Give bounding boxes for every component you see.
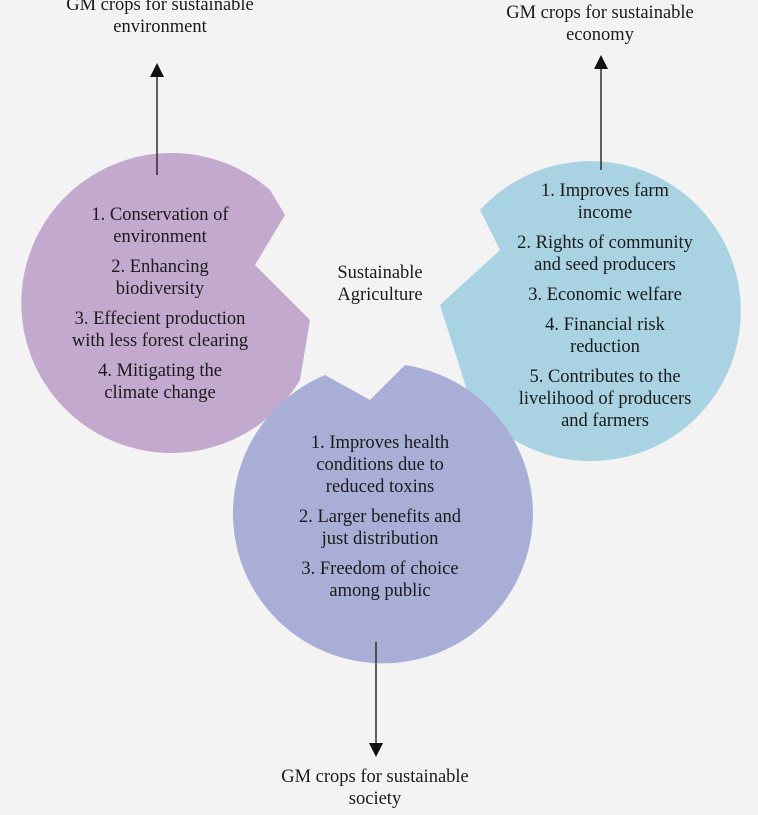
economy-item-line: livelihood of producers — [518, 389, 692, 409]
economy-item-line: reduction — [570, 337, 640, 357]
environment-circle — [21, 152, 310, 453]
environment-item-line: 4. Mitigating the — [98, 361, 222, 381]
environment-title-line1: GM crops for sustainable — [66, 0, 254, 15]
economy-title-line2: economy — [566, 25, 634, 45]
economy-item-line: and farmers — [561, 411, 649, 431]
economy-title-line1: GM crops for sustainable — [506, 3, 694, 23]
society-item-line: 3. Freedom of choice — [301, 559, 459, 579]
environment-item-line: 2. Enhancing — [111, 257, 209, 277]
economy-item-line: 2. Rights of community — [517, 233, 693, 253]
society-title: GM crops for sustainable society — [245, 766, 505, 810]
economy-item-line: 5. Contributes to the — [529, 367, 681, 387]
environment-title: GM crops for sustainable environment — [30, 0, 290, 38]
environment-item-line: 1. Conservation of — [91, 205, 229, 225]
center-label: Sustainable Agriculture — [310, 262, 450, 306]
society-circle — [232, 365, 533, 664]
society-item-line: 1. Improves health — [310, 433, 450, 453]
economy-item-line: income — [577, 203, 633, 223]
society-item-line: just distribution — [321, 529, 439, 549]
center-label-line1: Sustainable — [337, 263, 423, 283]
economy-circle — [440, 161, 741, 462]
environment-title-line2: environment — [113, 17, 207, 37]
society-item-line: 2. Larger benefits and — [299, 507, 461, 527]
environment-item-line: environment — [113, 227, 207, 247]
society-title-line1: GM crops for sustainable — [281, 767, 469, 787]
society-title-line2: society — [348, 789, 402, 809]
environment-item-line: with less forest clearing — [71, 331, 249, 351]
economy-item-line: and seed producers — [534, 255, 676, 275]
society-item-line: conditions due to — [316, 455, 444, 475]
economy-item-line: 1. Improves farm — [541, 181, 669, 201]
economy-item-line: 3. Economic welfare — [528, 285, 682, 305]
environment-item-line: 3. Effecient production — [74, 309, 246, 329]
society-item-line: among public — [329, 581, 431, 601]
economy-item-line: 4. Financial risk — [545, 315, 665, 335]
center-label-line2: Agriculture — [337, 285, 423, 305]
environment-item-line: biodiversity — [115, 279, 205, 299]
economy-item-3: 3. Economic welfare — [480, 284, 730, 306]
environment-item-line: climate change — [104, 383, 216, 403]
society-item-line: reduced toxins — [325, 477, 435, 497]
economy-title: GM crops for sustainable economy — [470, 2, 730, 46]
